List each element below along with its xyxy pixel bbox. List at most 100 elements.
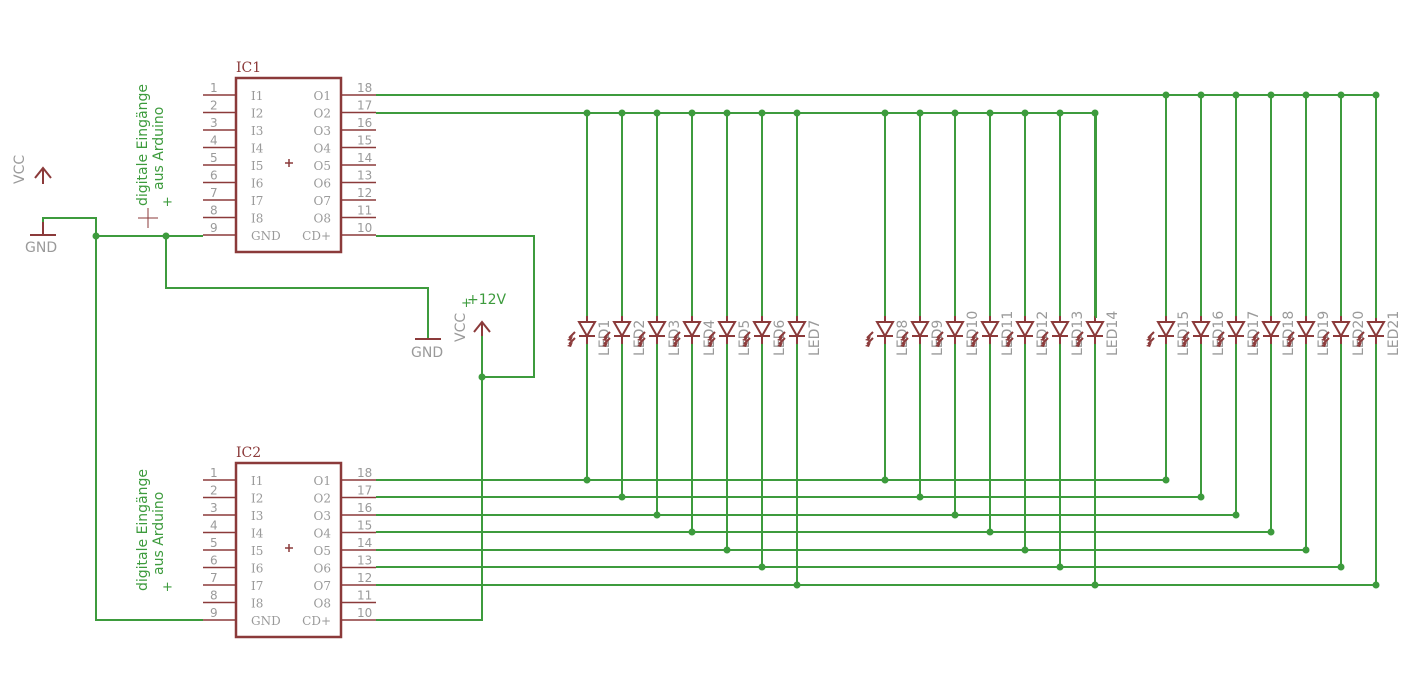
pin-number-left: 1: [210, 466, 218, 480]
ic1: IC11I118O12I217O23I316O34I415O45I514O56I…: [135, 60, 376, 254]
junction: [916, 493, 924, 501]
pin-number-left: 3: [210, 501, 218, 515]
pin-name-right: O3: [314, 509, 331, 523]
pin-name-right: O5: [314, 159, 331, 173]
pin-name-right: CD+: [302, 614, 331, 628]
junction: [653, 109, 661, 117]
junction: [583, 109, 591, 117]
pin-name-left: I4: [251, 142, 264, 156]
pin-name-left: I8: [251, 212, 263, 226]
vcc-left-label: VCC: [12, 155, 28, 184]
gnd-mid-symbol: GND: [411, 338, 443, 361]
pin-name-right: O5: [314, 544, 331, 558]
pin-number-right: 15: [357, 134, 372, 148]
pin-number-left: 5: [210, 151, 218, 165]
led-label: LED16: [1211, 311, 1227, 356]
junction: [618, 493, 626, 501]
vcc-mid-value: +12V: [467, 292, 507, 308]
led: LED18: [1251, 311, 1297, 356]
pin-name-right: O7: [314, 194, 331, 208]
junction: [916, 109, 924, 117]
junction: [881, 476, 889, 484]
led: LED12: [1005, 311, 1051, 356]
led: LED2: [602, 316, 648, 356]
led: LED13: [1040, 311, 1086, 356]
pin-number-left: 2: [210, 484, 218, 498]
pin-name-right: O4: [314, 142, 332, 156]
wire-ic1-cd: [376, 235, 535, 378]
gnd-mid-label: GND: [411, 345, 443, 361]
junction: [1021, 546, 1029, 554]
pin-number-right: 14: [357, 536, 372, 550]
pin-name-left: I6: [251, 177, 263, 191]
pin-number-left: 4: [210, 134, 218, 148]
pin-number-right: 16: [357, 501, 372, 515]
pin-number-left: 4: [210, 519, 218, 533]
pin-name-left: I5: [251, 159, 263, 173]
pin-number-right: 12: [357, 571, 372, 585]
led: LED21: [1356, 311, 1402, 356]
pin-number-right: 16: [357, 116, 372, 130]
led-label: LED15: [1176, 311, 1192, 356]
vcc-mid-plus: +: [461, 296, 472, 311]
junction: [478, 373, 486, 381]
pin-number-left: 2: [210, 99, 218, 113]
led: LED7: [777, 316, 823, 356]
pin-name-right: O8: [314, 597, 331, 611]
junction: [951, 109, 959, 117]
pin-number-left: 6: [210, 554, 218, 568]
led-label: LED7: [807, 320, 823, 356]
led: LED17: [1216, 311, 1262, 356]
pin-name-left: I1: [251, 89, 263, 103]
origin-marker: [138, 208, 158, 228]
pin-number-right: 10: [357, 606, 372, 620]
junction: [723, 546, 731, 554]
junction: [1372, 581, 1380, 589]
pin-number-left: 3: [210, 116, 218, 130]
pin-name-right: O4: [314, 527, 332, 541]
input-note-line2: aus Arduino: [151, 492, 167, 575]
junction: [92, 232, 100, 240]
pin-number-left: 9: [210, 606, 218, 620]
junction: [653, 511, 661, 519]
junction: [1302, 91, 1310, 99]
junction: [1056, 563, 1064, 571]
pin-name-left: I5: [251, 544, 263, 558]
junction: [618, 109, 626, 117]
junction: [1197, 91, 1205, 99]
ic-name: IC2: [236, 445, 261, 461]
junction: [1267, 91, 1275, 99]
led: LED19: [1286, 311, 1332, 356]
pin-number-left: 5: [210, 536, 218, 550]
junction: [1162, 476, 1170, 484]
led: LED20: [1321, 311, 1367, 356]
pin-name-left: I4: [251, 527, 264, 541]
pin-name-right: O1: [314, 89, 331, 103]
led-label: LED12: [1035, 311, 1051, 356]
ic2: IC21I118O12I217O23I316O34I415O45I514O56I…: [135, 445, 376, 639]
junction: [688, 528, 696, 536]
pin-number-right: 11: [357, 589, 372, 603]
pin-number-left: 9: [210, 221, 218, 235]
pin-name-left: I7: [251, 579, 263, 593]
note-plus: +: [162, 195, 173, 210]
junction: [1091, 581, 1099, 589]
gnd-left-symbol: GND: [25, 222, 57, 256]
junction: [1232, 511, 1240, 519]
pin-name-left: I3: [251, 509, 263, 523]
junction: [688, 109, 696, 117]
led-label: LED18: [1281, 311, 1297, 356]
led-label: LED10: [965, 311, 981, 356]
led: LED10: [935, 311, 981, 356]
pin-number-right: 18: [357, 81, 372, 95]
junction: [1337, 563, 1345, 571]
pin-name-left: I8: [251, 597, 263, 611]
vcc-left-symbol: VCC: [12, 155, 52, 184]
pin-number-left: 8: [210, 204, 218, 218]
pin-number-left: 6: [210, 169, 218, 183]
vcc-mid-symbol: VCC + +12V: [453, 292, 507, 342]
junction: [758, 563, 766, 571]
note-plus: +: [162, 580, 173, 595]
pin-name-right: CD+: [302, 229, 331, 243]
